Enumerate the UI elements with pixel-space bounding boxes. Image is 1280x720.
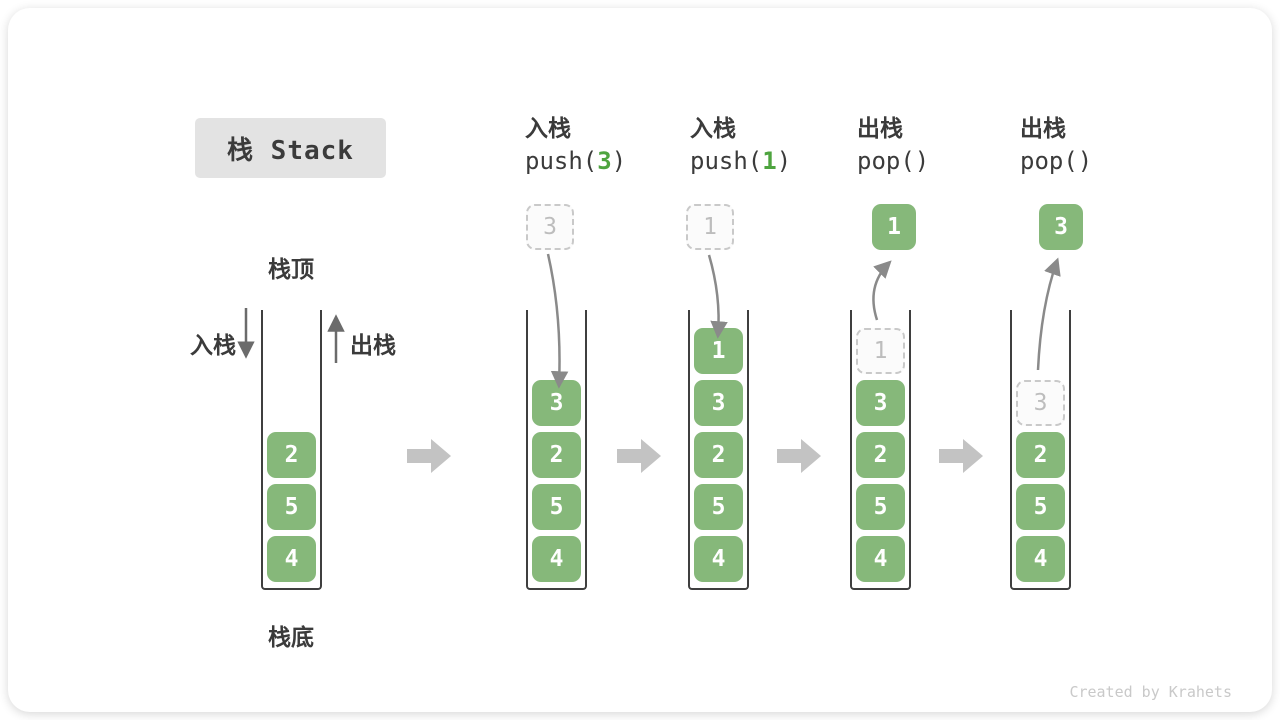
stack-item: 2 xyxy=(856,432,905,478)
stack-bottom-label: 栈底 xyxy=(268,624,314,650)
stack-top-label: 栈顶 xyxy=(268,256,314,282)
stack-item: 5 xyxy=(267,484,316,530)
op-code: pop() xyxy=(857,147,930,175)
stack-item: 5 xyxy=(856,484,905,530)
stack-container-1: 2 5 4 xyxy=(261,310,322,590)
watermark: Created by Krahets xyxy=(1069,683,1232,701)
stack-container-3: 1 3 2 5 4 xyxy=(688,310,749,590)
stack-item: 2 xyxy=(694,432,743,478)
stack-item: 4 xyxy=(267,536,316,582)
stack-item: 2 xyxy=(1016,432,1065,478)
incoming-value-box: 3 xyxy=(526,204,574,250)
stack-item: 2 xyxy=(532,432,581,478)
popped-value-box: 3 xyxy=(1039,204,1083,250)
popped-value-box: 1 xyxy=(872,204,916,250)
stack-item: 5 xyxy=(532,484,581,530)
op-arg: 1 xyxy=(762,147,777,175)
stack-item: 4 xyxy=(1016,536,1065,582)
stack-container-2: 3 2 5 4 xyxy=(526,310,587,590)
step-header-pop1: 出栈 pop() xyxy=(857,112,929,178)
stack-item: 4 xyxy=(856,536,905,582)
stack-item: 3 xyxy=(694,380,743,426)
op-arg: 3 xyxy=(597,147,612,175)
stack-item: 4 xyxy=(532,536,581,582)
stack-item: 5 xyxy=(1016,484,1065,530)
op-code: push(3) xyxy=(525,147,627,175)
op-code: pop() xyxy=(1020,147,1093,175)
step-arrow-icon xyxy=(939,439,983,473)
diagram-card: 栈 Stack 栈顶 栈底 入栈 出栈 入栈 push(3) 入栈 push(1… xyxy=(8,8,1272,712)
push-side-label: 入栈 xyxy=(190,332,236,358)
stack-item: 3 xyxy=(856,380,905,426)
step-header-pop3: 出栈 pop() xyxy=(1020,112,1092,178)
op-label: 出栈 xyxy=(1020,115,1066,141)
step-arrow-icon xyxy=(617,439,661,473)
stack-item: 3 xyxy=(532,380,581,426)
step-arrow-icon xyxy=(407,439,451,473)
incoming-value-box: 1 xyxy=(686,204,734,250)
stack-item: 1 xyxy=(694,328,743,374)
step-header-push1: 入栈 push(1) xyxy=(690,112,791,178)
title-badge: 栈 Stack xyxy=(195,118,386,178)
op-code: push(1) xyxy=(690,147,792,175)
stack-item: 5 xyxy=(694,484,743,530)
op-label: 出栈 xyxy=(857,115,903,141)
op-label: 入栈 xyxy=(690,115,736,141)
stack-container-4: 1 3 2 5 4 xyxy=(850,310,911,590)
op-label: 入栈 xyxy=(525,115,571,141)
stack-item: 2 xyxy=(267,432,316,478)
stack-item: 4 xyxy=(694,536,743,582)
stack-container-5: 3 2 5 4 xyxy=(1010,310,1071,590)
removed-item-ghost: 3 xyxy=(1016,380,1065,426)
step-arrow-icon xyxy=(777,439,821,473)
pop-side-label: 出栈 xyxy=(350,332,396,358)
step-header-push3: 入栈 push(3) xyxy=(525,112,626,178)
removed-item-ghost: 1 xyxy=(856,328,905,374)
